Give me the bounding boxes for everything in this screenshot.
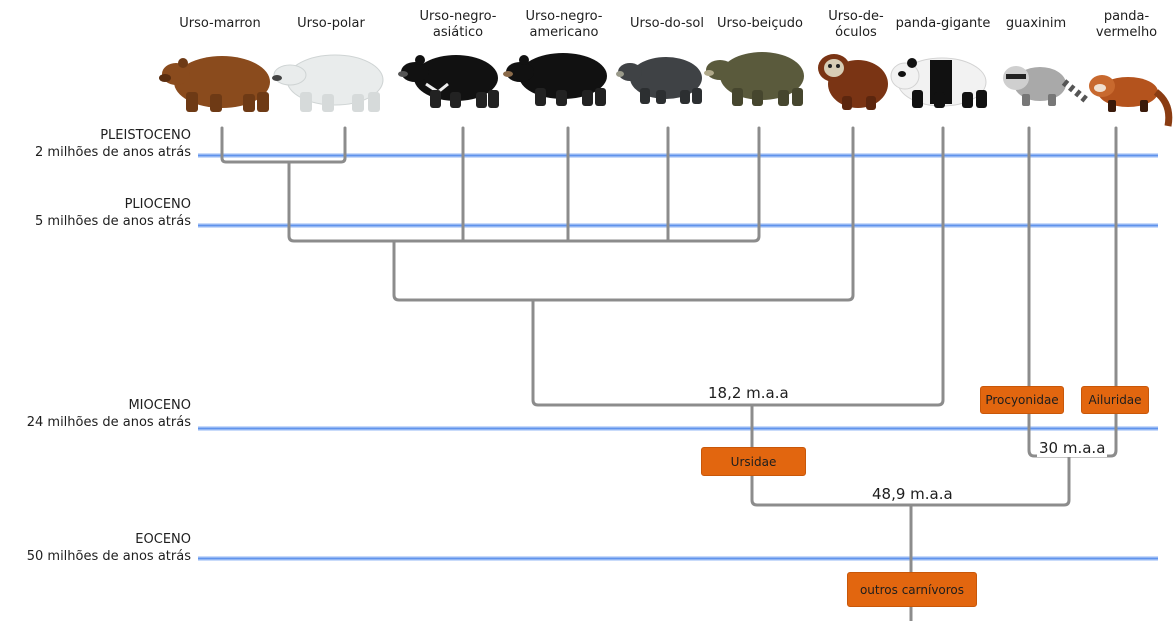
raccoon-icon [1003,66,1089,106]
species-label-asian-black-bear: Urso-negro- asiático [419,9,497,40]
divergence-root: 48,9 m.a.a [870,485,955,503]
species-label-raccoon: guaxinim [1005,16,1067,31]
divergence-bears-panda: 18,2 m.a.a [706,384,791,402]
species-label-american-black-bear: Urso-negro- americano [525,9,603,40]
species-label-red-panda: panda- vermelho [1095,9,1158,40]
american-black-bear-icon [503,53,607,106]
species-label-sun-bear: Urso-do-sol [630,16,704,31]
species-label-brown-bear: Urso-marron [179,16,261,31]
timeline-mioceno [198,426,1158,431]
group-tag-procyonidae: Procyonidae [980,386,1064,414]
species-label-polar-bear: Urso-polar [297,16,365,31]
era-name: PLIOCENO [124,197,191,212]
group-tag-ailuridae: Ailuridae [1081,386,1149,414]
era-time: 24 milhões de anos atrás [26,415,191,430]
era-time: 2 milhões de anos atrás [35,145,191,160]
animal-icons [159,52,1173,127]
sloth-bear-icon [704,52,804,106]
branch-spectacled [392,126,855,302]
group-tag-outros-carnivoros: outros carnívoros [847,572,977,607]
polar-bear-icon [272,54,384,112]
red-panda-icon [1089,75,1173,127]
era-plioceno: PLIOCENO 5 milhões de anos atrás [35,196,191,230]
era-time: 5 milhões de anos atrás [35,214,191,229]
sun-bear-icon [616,57,702,104]
brown-bear-icon [159,56,270,112]
species-label-spectacled-bear: Urso-de- óculos [828,9,884,40]
species-label-sloth-bear: Urso-beiçudo [717,16,803,31]
timeline-plioceno [198,223,1158,228]
timeline-eoceno [198,556,1158,561]
giant-panda-icon [890,57,987,108]
era-pleistoceno: PLEISTOCENO 2 milhões de anos atrás [35,127,191,161]
era-mioceno: MIOCENO 24 milhões de anos atrás [27,397,191,431]
branch-ursus-clade [287,126,761,243]
asian-black-bear-icon [398,55,499,108]
era-name: MIOCENO [128,398,191,413]
timeline-pleistoceno [198,153,1158,158]
branch-brown-polar [220,126,347,164]
group-tag-ursidae: Ursidae [701,447,806,476]
tree-branches [220,126,1118,621]
era-eoceno: EOCENO 50 milhões de anos atrás [27,531,191,565]
divergence-procyon-ailurus: 30 m.a.a [1037,439,1108,457]
species-label-giant-panda: panda-gigante [895,16,991,31]
era-time: 50 milhões de anos atrás [26,549,191,564]
branch-giant-panda [531,126,945,407]
era-name: EOCENO [135,532,191,547]
era-name: PLEISTOCENO [100,128,191,143]
spectacled-bear-icon [818,54,888,110]
